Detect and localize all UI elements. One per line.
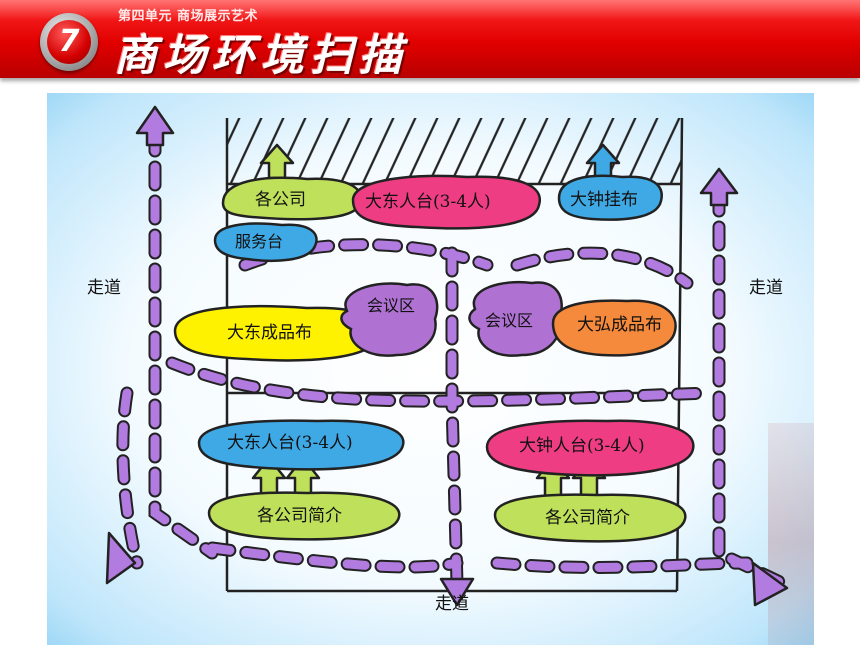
label-bottom-left: 各公司简介	[257, 506, 342, 526]
unit-number-badge: 7	[40, 13, 98, 71]
blob-top-center	[351, 174, 542, 230]
arrow-blue-top	[585, 143, 621, 180]
slide-title: 商场环境扫描	[114, 31, 408, 81]
blob-service	[213, 222, 318, 262]
blob-top-right	[557, 174, 663, 221]
label-mid-left: 大东成品布	[227, 323, 312, 343]
display-blobs	[173, 174, 695, 543]
blob-bottom-right	[493, 493, 687, 543]
arrow-green-top	[259, 143, 295, 180]
label-top-left: 各公司	[255, 190, 306, 210]
walkway-arrow-down-right	[751, 561, 789, 607]
blob-low-left	[197, 419, 405, 471]
mall-layout-illustration: 各公司 大东人台(3-4人) 大钟挂布 服务台 大东成品布 会议区 会议区 大弘…	[47, 93, 814, 645]
title-banner: 7 第四单元 商场展示艺术 商场环境扫描	[0, 0, 860, 81]
walkway-label-right: 走道	[749, 278, 783, 298]
blob-meeting-right	[468, 280, 563, 357]
walkway-arrow-down-left	[105, 531, 137, 585]
label-mid-right: 大弘成品布	[577, 315, 662, 335]
label-top-right: 大钟挂布	[570, 190, 638, 210]
blob-bottom-left	[207, 491, 401, 541]
label-low-right: 大钟人台(3-4人)	[519, 436, 645, 456]
walkway-arrow-down-center	[439, 577, 475, 607]
walkway-label-bottom: 走道	[435, 594, 469, 614]
unit-number: 7	[47, 20, 91, 64]
blob-mid-right	[551, 299, 677, 357]
walkway-arrow-up-left	[135, 105, 175, 147]
label-service: 服务台	[235, 232, 283, 251]
walkway-arrow-up-right	[699, 167, 739, 207]
label-meeting-right: 会议区	[485, 311, 533, 330]
decorative-edge	[768, 423, 814, 645]
blob-low-right	[485, 419, 695, 477]
label-meeting-left: 会议区	[367, 296, 415, 315]
mall-layout-diagram: 各公司 大东人台(3-4人) 大钟挂布 服务台 大东成品布 会议区 会议区 大弘…	[87, 105, 789, 614]
label-bottom-right: 各公司简介	[545, 508, 630, 528]
banner-shine	[0, 0, 860, 20]
walkway-label-left: 走道	[87, 278, 121, 298]
walkway-arrows	[105, 105, 789, 607]
label-top-center: 大东人台(3-4人)	[365, 192, 491, 212]
back-wall-hatching	[227, 118, 682, 184]
blob-meeting-left	[340, 282, 439, 357]
unit-title: 第四单元 商场展示艺术	[118, 9, 259, 24]
label-low-left: 大东人台(3-4人)	[227, 433, 353, 453]
